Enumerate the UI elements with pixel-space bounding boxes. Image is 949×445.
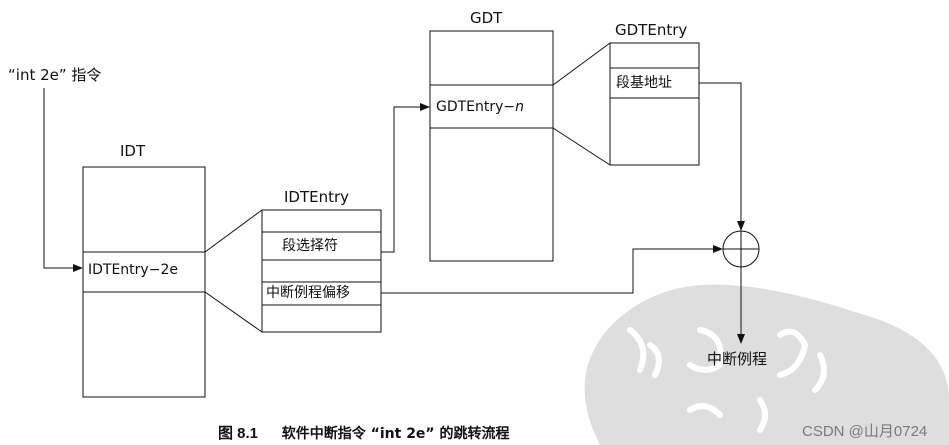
- segment-selector-label: 段选择符: [282, 238, 338, 254]
- result-label: 中断例程: [707, 350, 768, 368]
- gdt-entry-title: GDTEntry: [615, 21, 688, 39]
- idt-entry-title: IDTEntry: [284, 188, 350, 206]
- gdt-expand-top: [552, 42, 611, 86]
- idt-entry-box: [261, 209, 382, 333]
- idt-table: [82, 166, 206, 398]
- segment-base-label: 段基地址: [616, 75, 672, 91]
- figure-caption-text: 软件中断指令 “int 2e” 的跳转流程: [281, 426, 510, 442]
- isr-offset-label: 中断例程偏移: [266, 285, 350, 301]
- gdt-entry-label-prefix: GDTEntry−: [436, 99, 516, 115]
- idt-entry-label: IDTEntry−2e: [88, 262, 178, 278]
- gdt-entry-label: GDTEntry−n: [436, 99, 524, 115]
- figure-number: 图 8.1: [218, 425, 259, 442]
- idt-title: IDT: [120, 142, 146, 160]
- figure-caption: 图 8.1 软件中断指令 “int 2e” 的跳转流程: [218, 422, 510, 443]
- gdt-expand-bottom: [552, 127, 611, 166]
- csdn-watermark: CSDN @山月0724: [802, 423, 928, 440]
- gdt-entry-box: [609, 42, 700, 166]
- watermark-seal: [584, 284, 949, 445]
- segment-base-arrow: [699, 82, 745, 231]
- instruction-arrow: [43, 88, 83, 272]
- offset-arrow: [381, 245, 723, 294]
- gdt-table: [429, 30, 554, 262]
- idt-expand-top: [204, 209, 263, 253]
- gdt-title: GDT: [470, 9, 503, 27]
- instruction-label: “int 2e” 指令: [8, 66, 102, 84]
- selector-arrow: [381, 103, 430, 253]
- idt-expand-bottom: [204, 291, 263, 333]
- gdt-entry-label-var: n: [515, 99, 525, 115]
